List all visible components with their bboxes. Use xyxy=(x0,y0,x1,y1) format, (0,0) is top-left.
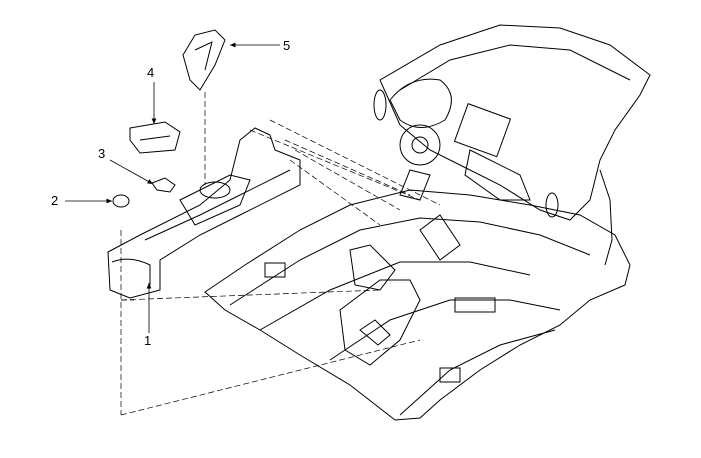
shift-cover-part xyxy=(182,29,226,91)
callout-5: 5 xyxy=(283,38,291,53)
switch-panel-part xyxy=(129,121,181,154)
bracket-part xyxy=(151,177,176,193)
cap-part xyxy=(112,194,130,208)
callout-1: 1 xyxy=(144,333,152,348)
callout-4: 4 xyxy=(147,65,155,80)
callout-2: 2 xyxy=(51,193,59,208)
callout-3: 3 xyxy=(98,146,106,161)
floor-pan xyxy=(204,189,631,421)
floor-console xyxy=(107,127,301,299)
dashboard xyxy=(379,24,651,221)
